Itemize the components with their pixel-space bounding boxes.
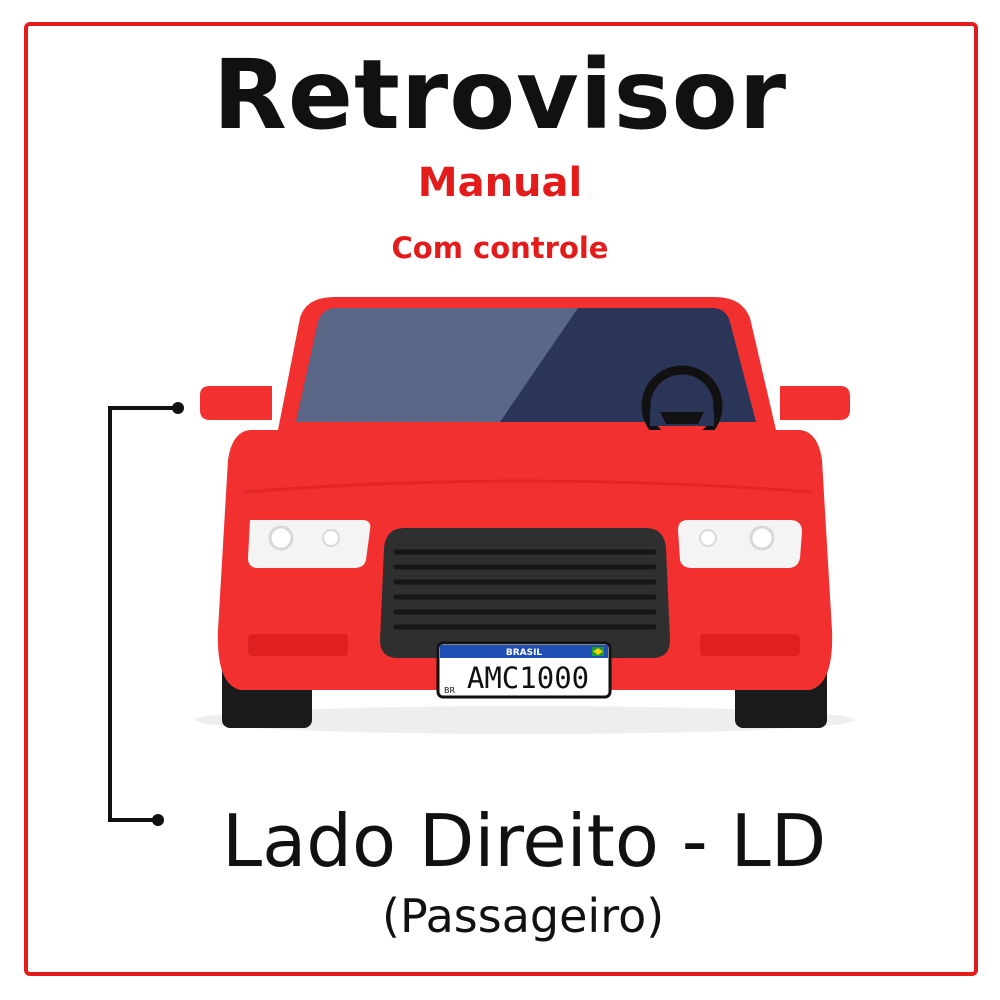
left-headlight-icon — [248, 520, 371, 568]
hood-line — [244, 479, 813, 494]
plate-number: AMC1000 — [467, 661, 589, 695]
product-feature: Com controle — [391, 231, 609, 265]
grille-slats — [393, 549, 657, 630]
windshield-reflection — [296, 308, 578, 422]
car-shadow — [195, 706, 855, 734]
plate-country-code: BR — [444, 686, 455, 695]
front-grille — [380, 528, 670, 658]
right-mirror-icon — [780, 386, 850, 420]
left-mirror-icon — [200, 386, 272, 420]
right-headlight-icon — [678, 520, 802, 568]
left-fog-vent — [248, 634, 348, 656]
license-plate: BRASIL BR AMC1000 — [436, 641, 612, 699]
right-fog-vent — [700, 634, 800, 656]
page-title: Retrovisor — [212, 39, 788, 151]
callout-dot-top — [172, 402, 184, 414]
red-border-frame — [24, 22, 978, 976]
side-note: (Passageiro) — [382, 889, 665, 943]
plate-country: BRASIL — [506, 648, 543, 658]
side-label: Lado Direito - LD — [222, 799, 827, 883]
callout-dot-bottom — [152, 814, 164, 826]
product-type: Manual — [417, 160, 583, 206]
callout-bracket — [108, 406, 178, 822]
